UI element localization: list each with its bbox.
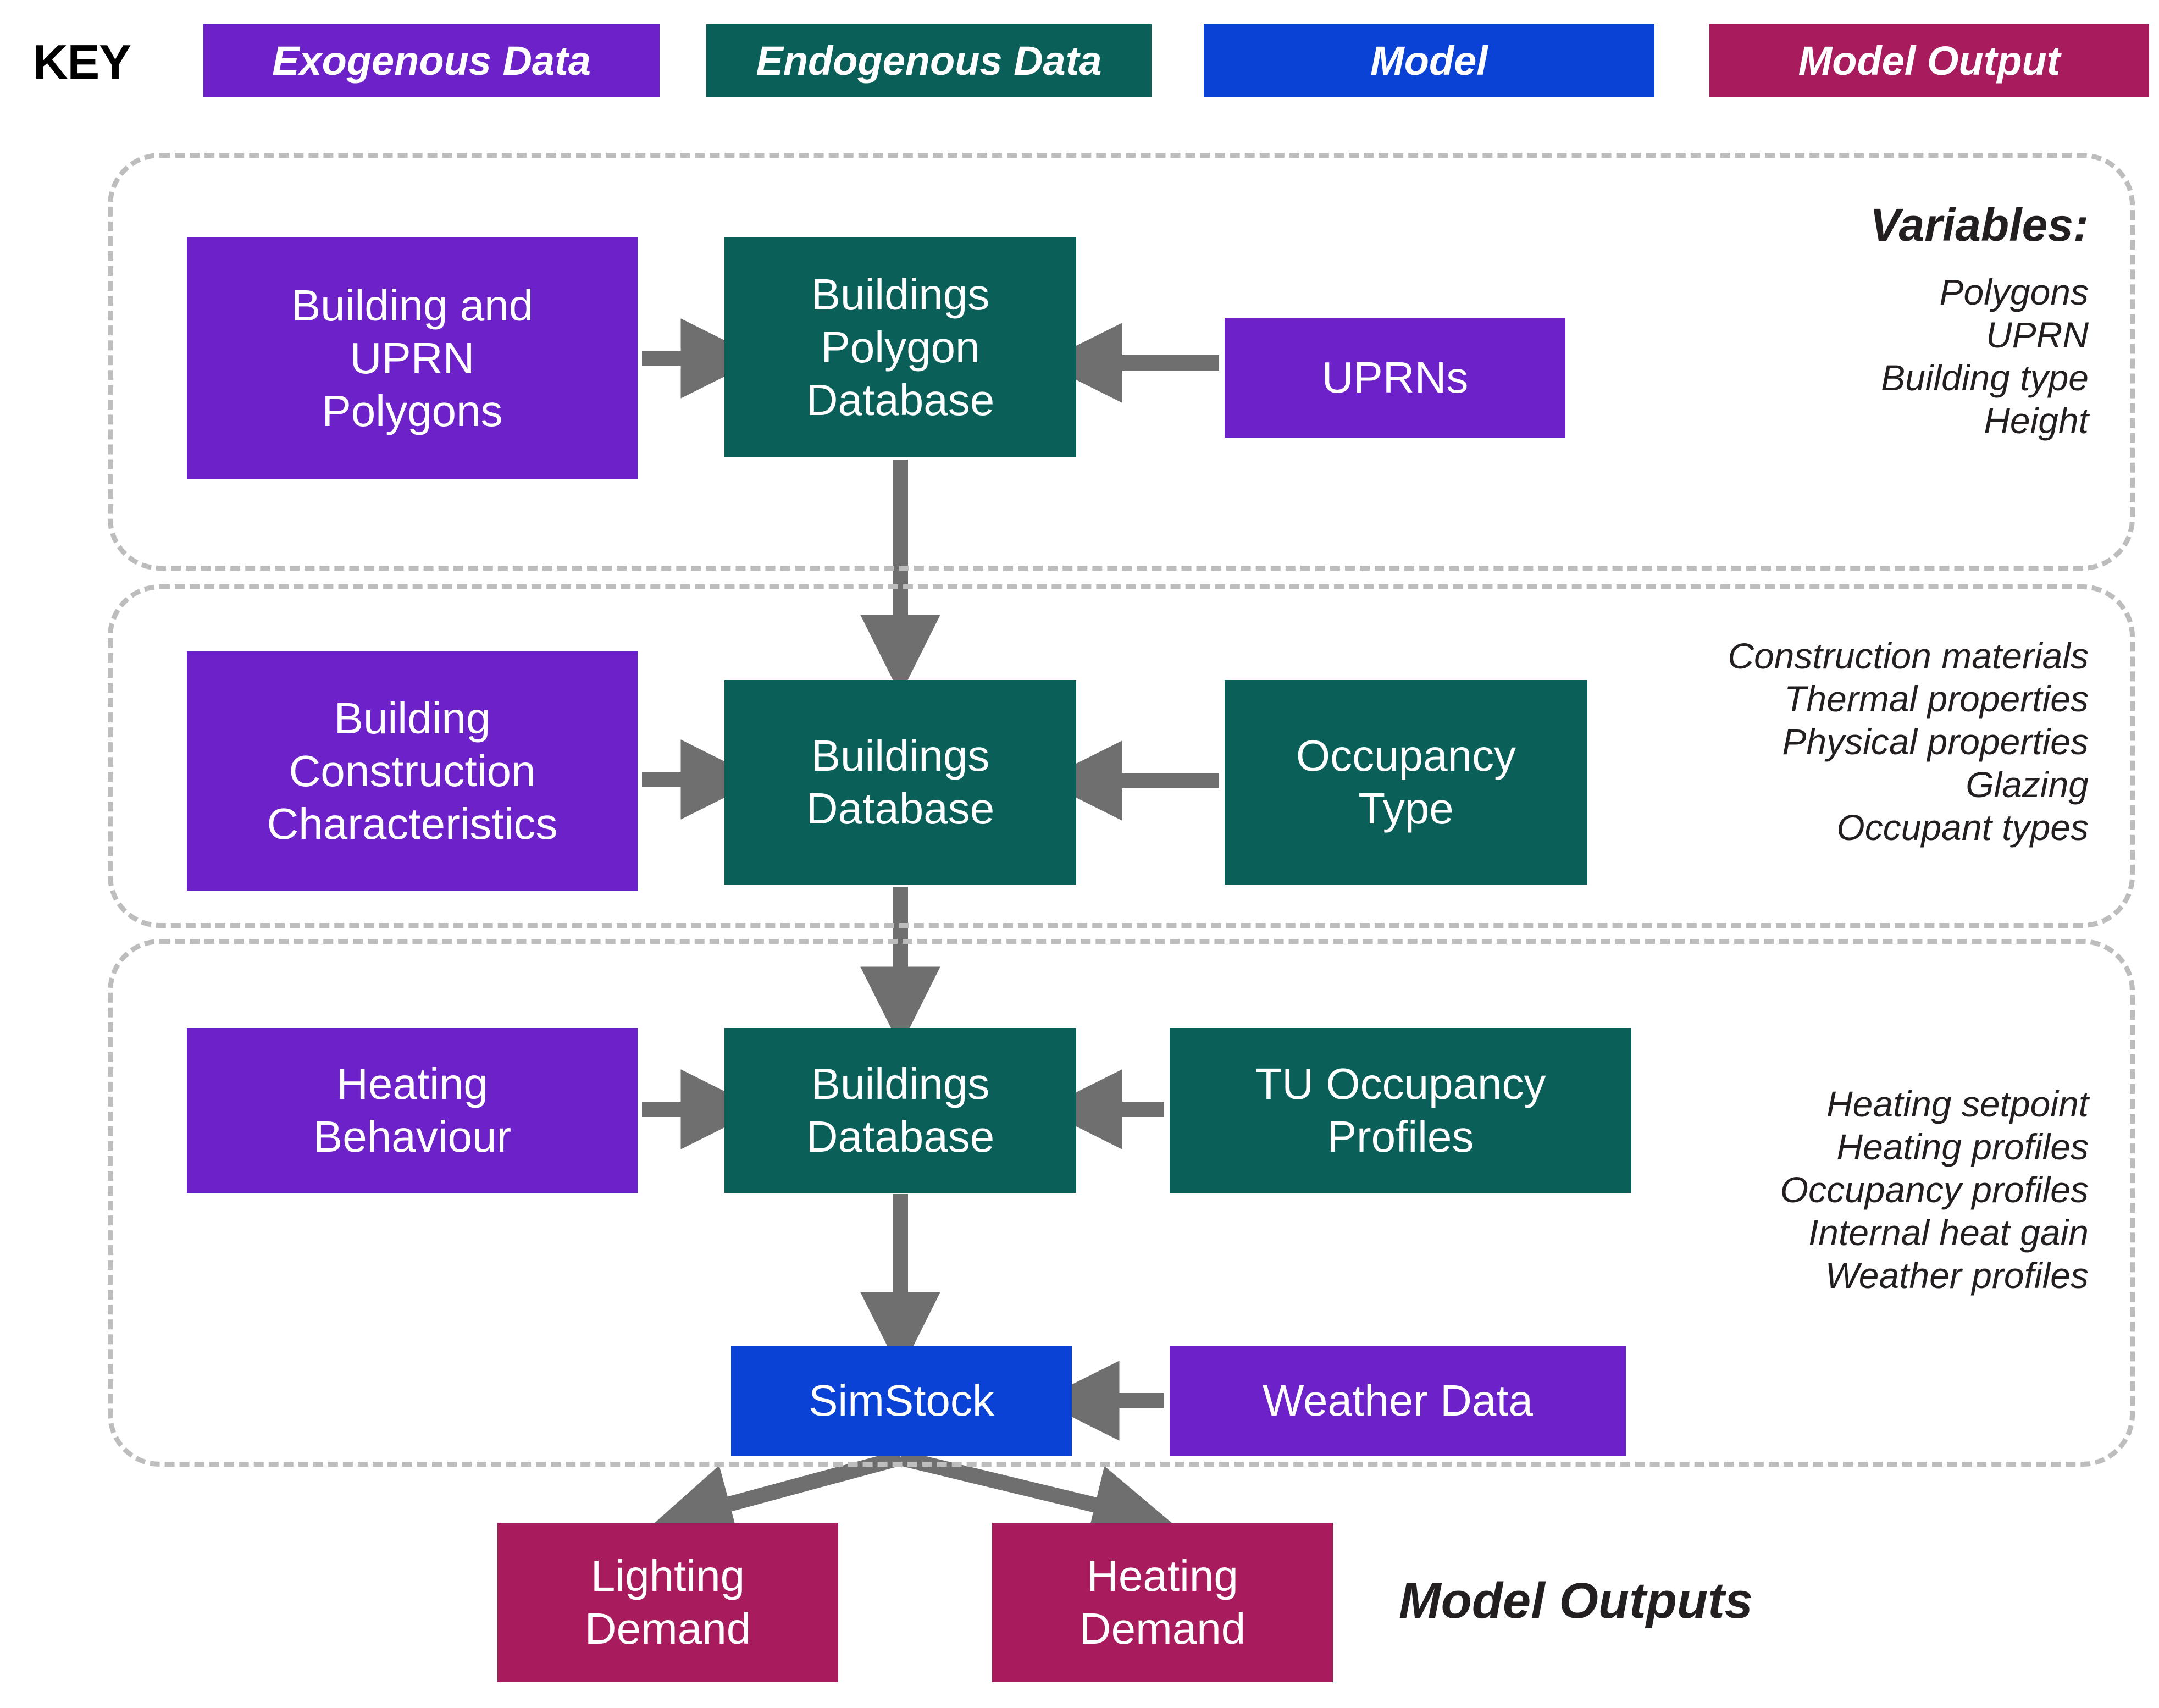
variable-item: Occupancy profiles bbox=[1780, 1169, 2089, 1210]
node-line: Construction bbox=[289, 746, 536, 795]
node-line: SimStock bbox=[809, 1376, 994, 1425]
key-item-label: Endogenous Data bbox=[756, 37, 1102, 84]
variable-item: Heating setpoint bbox=[1826, 1084, 2089, 1124]
variables-panel-stage-2: Construction materials Thermal propertie… bbox=[1728, 635, 2089, 849]
node-buildings-database-stage-3[interactable]: Buildings Database bbox=[724, 1028, 1076, 1193]
variables-heading: Variables: bbox=[1869, 199, 2089, 251]
node-line: Demand bbox=[1079, 1604, 1246, 1653]
node-buildings-database-stage-2[interactable]: Buildings Database bbox=[724, 680, 1076, 885]
group-boundary-stage-3 bbox=[108, 939, 2135, 1467]
node-line: Database bbox=[806, 375, 995, 424]
variable-item: Thermal properties bbox=[1784, 678, 2089, 719]
node-buildings-polygon-database[interactable]: Buildings Polygon Database bbox=[724, 237, 1076, 457]
variables-panel-stage-3: Heating setpoint Heating profiles Occupa… bbox=[1780, 1083, 2089, 1297]
node-line: Heating bbox=[1087, 1551, 1238, 1600]
group-boundary-stage-2 bbox=[108, 584, 2135, 928]
node-line: Building bbox=[334, 693, 491, 743]
key-item-model[interactable]: Model bbox=[1204, 24, 1654, 97]
group-boundary-stage-1 bbox=[108, 153, 2135, 571]
variable-item: Height bbox=[1984, 400, 2089, 441]
node-uprns[interactable]: UPRNs bbox=[1225, 318, 1565, 438]
variable-item: Internal heat gain bbox=[1808, 1212, 2089, 1253]
node-tu-occupancy-profiles[interactable]: TU Occupancy Profiles bbox=[1170, 1028, 1631, 1193]
key-item-label: Model Output bbox=[1798, 37, 2061, 84]
variable-item: UPRN bbox=[1985, 314, 2089, 355]
node-line: Buildings bbox=[811, 270, 990, 319]
key-item-label: Model bbox=[1370, 37, 1488, 84]
variable-item: Polygons bbox=[1939, 272, 2089, 313]
variable-item: Occupant types bbox=[1836, 806, 2089, 848]
key-item-label: Exogenous Data bbox=[272, 37, 591, 84]
node-building-construction-characteristics[interactable]: Building Construction Characteristics bbox=[187, 651, 638, 891]
model-outputs-label: Model Outputs bbox=[1399, 1573, 1753, 1629]
node-lighting-demand[interactable]: Lighting Demand bbox=[497, 1523, 838, 1682]
node-line: Characteristics bbox=[267, 799, 558, 848]
variable-item: Physical properties bbox=[1782, 721, 2089, 762]
key-item-model-output[interactable]: Model Output bbox=[1709, 24, 2149, 97]
node-line: UPRN bbox=[350, 334, 475, 383]
node-line: Profiles bbox=[1327, 1112, 1474, 1161]
variable-item: Construction materials bbox=[1728, 635, 2089, 676]
node-line: Buildings bbox=[811, 731, 990, 780]
node-line: Polygons bbox=[322, 386, 503, 435]
key-label: KEY bbox=[33, 35, 131, 89]
node-line: Demand bbox=[584, 1604, 751, 1653]
node-line: Building and bbox=[291, 281, 534, 330]
node-line: Type bbox=[1358, 784, 1454, 833]
node-line: UPRNs bbox=[1321, 353, 1469, 402]
node-line: Polygon bbox=[821, 323, 980, 372]
node-occupancy-type[interactable]: Occupancy Type bbox=[1225, 680, 1587, 885]
node-line: Lighting bbox=[590, 1551, 745, 1600]
node-line: Heating bbox=[336, 1059, 488, 1108]
key-item-endogenous-data[interactable]: Endogenous Data bbox=[706, 24, 1152, 97]
node-line: Buildings bbox=[811, 1059, 990, 1108]
variable-item: Building type bbox=[1881, 357, 2089, 398]
variable-item: Glazing bbox=[1966, 764, 2089, 805]
variables-panel-stage-1: Variables: Polygons UPRN Building type H… bbox=[1870, 198, 2089, 443]
node-line: Database bbox=[806, 784, 995, 833]
node-line: Behaviour bbox=[313, 1112, 512, 1161]
variable-item: Weather profiles bbox=[1825, 1254, 2089, 1296]
node-heating-demand[interactable]: Heating Demand bbox=[992, 1523, 1333, 1682]
node-line: Database bbox=[806, 1112, 995, 1161]
node-line: Weather Data bbox=[1262, 1376, 1534, 1425]
node-weather-data[interactable]: Weather Data bbox=[1170, 1346, 1626, 1456]
node-heating-behaviour[interactable]: Heating Behaviour bbox=[187, 1028, 638, 1193]
node-building-and-uprn-polygons[interactable]: Building and UPRN Polygons bbox=[187, 237, 638, 479]
node-simstock[interactable]: SimStock bbox=[731, 1346, 1072, 1456]
node-line: TU Occupancy bbox=[1255, 1059, 1546, 1108]
key-item-exogenous-data[interactable]: Exogenous Data bbox=[203, 24, 660, 97]
node-line: Occupancy bbox=[1296, 731, 1516, 780]
variable-item: Heating profiles bbox=[1836, 1126, 2089, 1167]
